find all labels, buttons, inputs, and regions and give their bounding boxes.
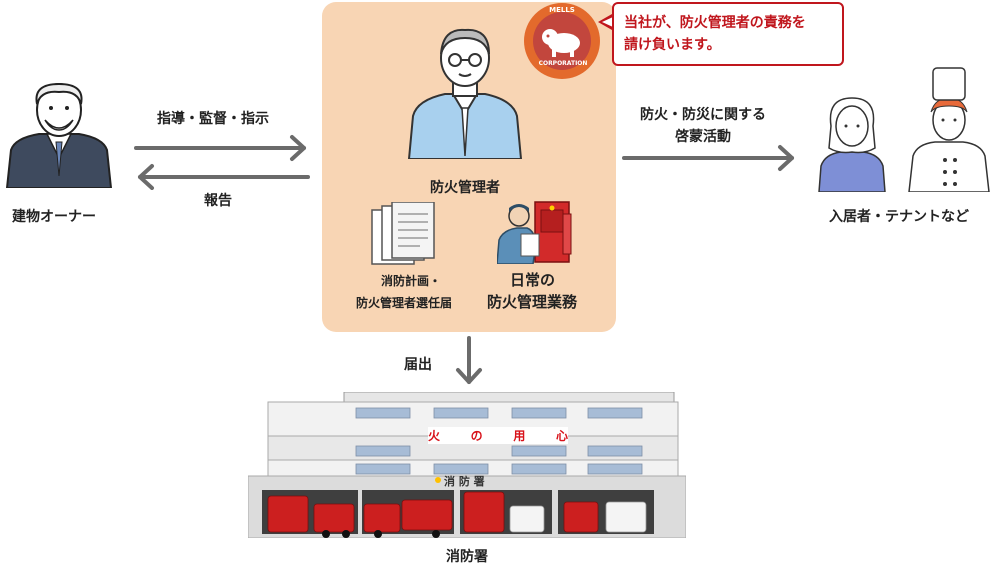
daily-label-line-2: 防火管理業務 <box>487 293 578 311</box>
banner-char-1: 火 <box>428 429 441 443</box>
fire-manager-label: 防火管理者 <box>430 180 500 196</box>
daily-label-line-1: 日常の <box>510 271 556 289</box>
documents-icon <box>371 202 435 265</box>
activity-label-line-1: 防火・防災に関する <box>640 107 766 123</box>
fire-manager-figure <box>407 28 523 159</box>
report-arrow-left <box>138 164 310 190</box>
activity-label-line-2: 啓蒙活動 <box>675 129 731 145</box>
callout-line-1: 当社が、防火管理者の責務を <box>624 15 806 31</box>
owner-manager-arrows <box>134 135 310 190</box>
banner-char-2: の <box>470 429 483 443</box>
tenants-label: 入居者・テナントなど <box>829 209 969 225</box>
building-owner-label: 建物オーナー <box>12 209 96 225</box>
banner-char-3: 用 <box>513 429 526 443</box>
callout-box: 当社が、防火管理者の責務を 請け負います。 <box>612 2 844 66</box>
callout-tail-inner <box>602 17 613 27</box>
fire-prevention-banner: 火 の 用 心 <box>428 427 568 444</box>
callout-line-2: 請け負います。 <box>624 37 721 53</box>
fire-station-building <box>248 392 686 538</box>
plan-label-line-2: 防火管理者選任届 <box>355 296 452 310</box>
instruction-arrow-right <box>134 135 306 161</box>
tenant-chef-figure <box>908 67 990 192</box>
tenant-woman-figure <box>818 97 886 192</box>
building-owner-figure <box>5 82 113 188</box>
fire-equipment-worker-icon <box>497 201 572 264</box>
instruction-label: 指導・監督・指示 <box>157 111 269 127</box>
logo-top-text: MELLS <box>549 6 575 14</box>
notification-arrow-down <box>456 336 482 384</box>
report-label: 報告 <box>204 193 232 209</box>
station-sign: 消 防 署 <box>444 475 485 488</box>
logo-bottom-text: CORPORATION <box>538 60 588 67</box>
banner-char-4: 心 <box>555 429 568 443</box>
mells-logo <box>524 3 600 79</box>
plan-label-line-1: 消防計画・ <box>380 274 441 288</box>
bulldog-icon <box>533 12 591 70</box>
notification-label: 届出 <box>404 357 432 373</box>
activity-arrow-right <box>622 145 794 171</box>
fire-station-label: 消防署 <box>446 549 488 565</box>
